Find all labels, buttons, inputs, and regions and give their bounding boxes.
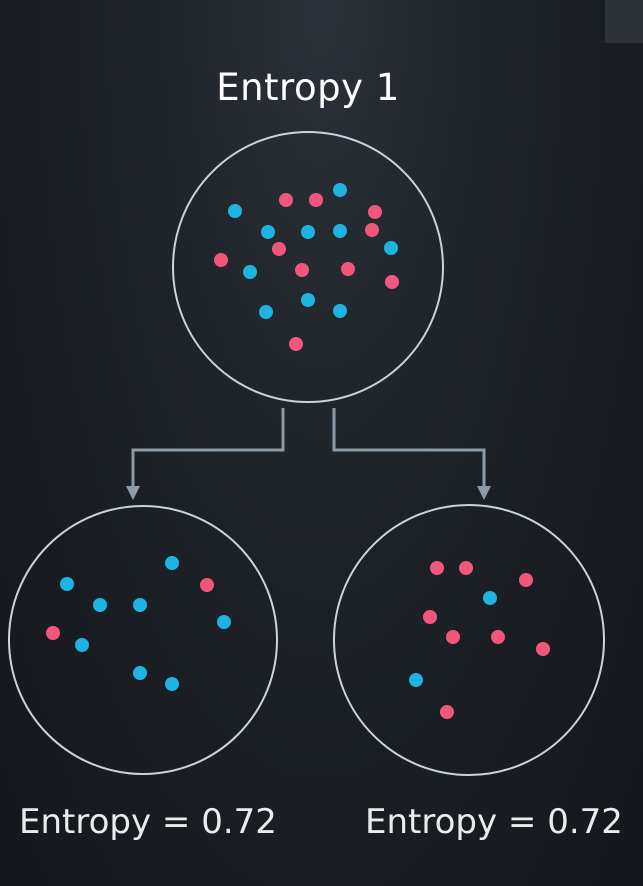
parent-red-dot <box>279 193 293 207</box>
right-child-red-dot <box>430 561 444 575</box>
left-child-circle <box>8 505 278 775</box>
parent-entropy-title: Entropy 1 <box>216 66 400 109</box>
node-circles <box>8 131 605 776</box>
parent-circle <box>172 131 444 403</box>
parent-blue-dot <box>301 225 315 239</box>
parent-red-dot <box>385 275 399 289</box>
left-child-red-dot <box>46 626 60 640</box>
parent-blue-dot <box>243 265 257 279</box>
data-points <box>46 183 550 719</box>
left-child-blue-dot <box>75 638 89 652</box>
right-child-blue-dot <box>483 591 497 605</box>
right-child-circle <box>333 504 605 776</box>
left-child-blue-dot <box>165 677 179 691</box>
parent-blue-dot <box>333 304 347 318</box>
parent-blue-dot <box>301 293 315 307</box>
right-child-red-dot <box>440 705 454 719</box>
parent-blue-dot <box>261 225 275 239</box>
right-child-red-dot <box>491 630 505 644</box>
right-child-red-dot <box>446 630 460 644</box>
parent-red-dot <box>289 337 303 351</box>
parent-red-dot <box>272 242 286 256</box>
right-branch-arrow <box>332 408 491 500</box>
parent-red-dot <box>309 193 323 207</box>
right-child-red-dot <box>423 610 437 624</box>
split-connectors <box>126 408 491 500</box>
parent-red-dot <box>214 253 228 267</box>
parent-red-dot <box>341 262 355 276</box>
parent-blue-dot <box>228 204 242 218</box>
parent-red-dot <box>368 205 382 219</box>
left-child-blue-dot <box>217 615 231 629</box>
left-child-red-dot <box>200 578 214 592</box>
parent-blue-dot <box>333 224 347 238</box>
parent-red-dot <box>295 263 309 277</box>
parent-blue-dot <box>259 305 273 319</box>
left-child-blue-dot <box>165 556 179 570</box>
left-child-blue-dot <box>60 577 74 591</box>
right-child-red-dot <box>536 642 550 656</box>
left-entropy-label: Entropy = 0.72 <box>19 802 277 842</box>
left-branch-arrow <box>126 408 285 500</box>
parent-red-dot <box>365 223 379 237</box>
right-entropy-label: Entropy = 0.72 <box>365 802 623 842</box>
parent-blue-dot <box>333 183 347 197</box>
left-child-blue-dot <box>133 598 147 612</box>
right-child-red-dot <box>519 573 533 587</box>
parent-blue-dot <box>384 241 398 255</box>
right-child-blue-dot <box>409 673 423 687</box>
left-child-blue-dot <box>93 598 107 612</box>
right-child-red-dot <box>459 561 473 575</box>
corner-tab[interactable] <box>605 0 643 43</box>
left-child-blue-dot <box>133 666 147 680</box>
